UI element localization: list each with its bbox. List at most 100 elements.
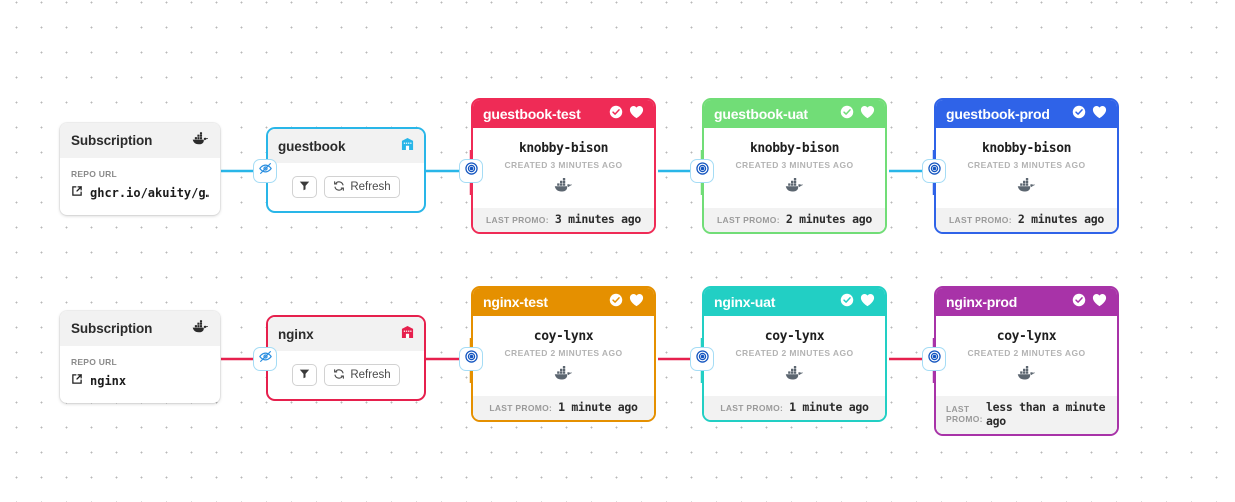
stage-name: nginx-prod [946, 294, 1018, 310]
stage-header: guestbook-prod [936, 100, 1117, 128]
stage-body: knobby-bison CREATED 3 MINUTES AGO [936, 128, 1117, 208]
eye-off-icon [258, 349, 273, 369]
warehouse-node-guestbook[interactable]: guestbook [266, 127, 426, 213]
promotion-badge-guestbook-test[interactable] [459, 159, 483, 183]
refresh-button-guestbook[interactable]: Refresh [324, 176, 400, 198]
stage-footer: LAST PROMO: 1 minute ago [704, 396, 885, 420]
last-promo-label: LAST PROMO: [946, 404, 983, 424]
stage-body: coy-lynx CREATED 2 MINUTES AGO [704, 316, 885, 396]
heart-icon[interactable] [860, 105, 875, 124]
stage-header: guestbook-test [473, 100, 654, 128]
refresh-button-nginx[interactable]: Refresh [324, 364, 400, 386]
stage-name: nginx-uat [714, 294, 776, 310]
freight-created: CREATED 2 MINUTES AGO [967, 348, 1086, 358]
subscription-card-nginx[interactable]: Subscription REPO URL nginx [60, 311, 220, 403]
warehouse-name: guestbook [278, 138, 346, 154]
warehouse-header: nginx [268, 317, 424, 351]
promotion-badge-nginx-prod[interactable] [922, 347, 946, 371]
target-icon [464, 161, 479, 181]
warehouse-icon [401, 325, 414, 344]
check-circle-icon[interactable] [609, 105, 623, 124]
target-icon [695, 349, 710, 369]
target-icon [695, 161, 710, 181]
subscription-header: Subscription [60, 311, 220, 346]
target-icon [927, 349, 942, 369]
last-promo-value: less than a minute ago [986, 400, 1106, 428]
check-circle-icon[interactable] [840, 105, 854, 124]
docker-icon [481, 365, 646, 386]
heart-icon[interactable] [629, 293, 644, 312]
check-circle-icon[interactable] [840, 293, 854, 312]
heart-icon[interactable] [1092, 105, 1107, 124]
refresh-button-label: Refresh [350, 369, 391, 381]
filter-button-guestbook[interactable] [292, 176, 318, 198]
refresh-icon [333, 180, 345, 195]
stage-card-nginx-test[interactable]: nginx-test coy-lynx CREATED 2 MINUTES AG… [471, 286, 656, 422]
stage-header: nginx-uat [704, 288, 885, 316]
warehouse-body: Refresh [268, 163, 424, 211]
last-promo-label: LAST PROMO: [486, 215, 549, 225]
last-promo-label: LAST PROMO: [717, 215, 780, 225]
stage-header: nginx-prod [936, 288, 1117, 316]
check-circle-icon[interactable] [1072, 293, 1086, 312]
heart-icon[interactable] [860, 293, 875, 312]
external-link-icon[interactable] [71, 372, 83, 390]
heart-icon[interactable] [1092, 293, 1107, 312]
check-circle-icon[interactable] [1072, 105, 1086, 124]
stage-body: knobby-bison CREATED 3 MINUTES AGO [473, 128, 654, 208]
promotion-badge-nginx-uat[interactable] [690, 347, 714, 371]
target-icon [927, 161, 942, 181]
freight-name: coy-lynx [764, 329, 825, 344]
stage-body: coy-lynx CREATED 2 MINUTES AGO [936, 316, 1117, 396]
stage-card-guestbook-test[interactable]: guestbook-test knobby-bison CREATED 3 MI… [471, 98, 656, 234]
stage-card-guestbook-prod[interactable]: guestbook-prod knobby-bison CREATED 3 MI… [934, 98, 1119, 234]
warehouse-body: Refresh [268, 351, 424, 399]
stage-card-nginx-uat[interactable]: nginx-uat coy-lynx CREATED 2 MINUTES AGO [702, 286, 887, 422]
last-promo-value: 1 minute ago [558, 400, 638, 415]
repo-url-label: REPO URL [71, 357, 117, 367]
freight-created: CREATED 2 MINUTES AGO [735, 348, 854, 358]
stage-header: nginx-test [473, 288, 654, 316]
stage-name: guestbook-test [483, 106, 581, 122]
warehouse-node-nginx[interactable]: nginx [266, 315, 426, 401]
stage-body: coy-lynx CREATED 2 MINUTES AGO [473, 316, 654, 396]
subscription-title: Subscription [71, 133, 153, 148]
stage-card-guestbook-uat[interactable]: guestbook-uat knobby-bison CREATED 3 MIN… [702, 98, 887, 234]
docker-icon [481, 177, 646, 198]
external-link-icon[interactable] [71, 184, 83, 202]
check-circle-icon[interactable] [609, 293, 623, 312]
stage-footer: LAST PROMO: 3 minutes ago [473, 208, 654, 232]
heart-icon[interactable] [629, 105, 644, 124]
freight-name: coy-lynx [533, 329, 594, 344]
repo-url-row[interactable]: nginx [71, 372, 209, 390]
freight-created: CREATED 2 MINUTES AGO [504, 348, 623, 358]
docker-icon [944, 365, 1109, 386]
promotion-badge-nginx-test[interactable] [459, 347, 483, 371]
eye-off-badge-nginx[interactable] [253, 347, 277, 371]
freight-name: knobby-bison [749, 141, 840, 156]
last-promo-value: 3 minutes ago [554, 212, 641, 227]
target-icon [464, 349, 479, 369]
docker-icon [192, 131, 209, 151]
filter-icon [299, 178, 310, 196]
last-promo-label: LAST PROMO: [949, 215, 1012, 225]
repo-url-value: ghcr.io/akuity/g… [90, 186, 209, 200]
filter-button-nginx[interactable] [292, 364, 318, 386]
repo-url-label: REPO URL [71, 169, 117, 179]
freight-created: CREATED 3 MINUTES AGO [504, 160, 623, 170]
subscription-card-guestbook[interactable]: Subscription REPO URL ghcr.io [60, 123, 220, 215]
subscription-header: Subscription [60, 123, 220, 158]
stage-card-nginx-prod[interactable]: nginx-prod coy-lynx CREATED 2 MINUTES AG… [934, 286, 1119, 436]
last-promo-label: LAST PROMO: [489, 403, 553, 413]
promotion-badge-guestbook-uat[interactable] [690, 159, 714, 183]
eye-off-badge-guestbook[interactable] [253, 159, 277, 183]
stage-name: guestbook-uat [714, 106, 808, 122]
last-promo-value: 2 minutes ago [1017, 212, 1104, 227]
warehouse-name: nginx [278, 326, 314, 342]
warehouse-icon [401, 137, 414, 156]
freight-name: knobby-bison [981, 141, 1072, 156]
filter-icon [299, 366, 310, 384]
repo-url-row[interactable]: ghcr.io/akuity/g… [71, 184, 209, 202]
promotion-badge-guestbook-prod[interactable] [922, 159, 946, 183]
